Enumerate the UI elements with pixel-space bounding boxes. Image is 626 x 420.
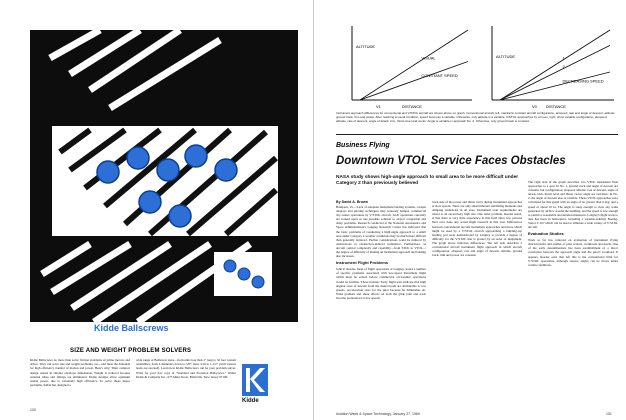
column-3-text: The right side of the graph describes tw… — [528, 180, 618, 230]
series-label-2: 2 — [563, 64, 566, 69]
folio-publication-line: Aviation Week & Space Technology, Januar… — [336, 412, 420, 416]
subhead-evaluation: Evaluation Studies — [528, 231, 564, 237]
series-label-2: CONSTANT SPEED — [421, 73, 457, 78]
byline: By David A. Brown — [336, 200, 369, 204]
chart-caption: Instrument approach differences for conv… — [336, 111, 616, 123]
left-page-advertisement: Kidde Ballscrews SIZE AND WEIGHT PROBLEM… — [30, 0, 314, 420]
chart2-xlabel: DISTANCE — [546, 104, 566, 109]
series-line-1 — [499, 29, 611, 101]
ballscrew-illustration — [30, 30, 298, 322]
approach-charts: ALTITUDE DISTANCE V1 VISUAL CONSTANT SPEE… — [351, 26, 614, 109]
right-page-article: ALTITUDE DISTANCE V1 VISUAL CONSTANT SPEE… — [314, 0, 626, 420]
chart2-x-marker: V0 — [532, 104, 538, 109]
series-line-2 — [359, 61, 469, 101]
section-heading: Business Flying — [336, 142, 390, 149]
ball-bearings — [96, 144, 238, 228]
series-label-1: 1 — [563, 56, 566, 61]
page-number-left: 100 — [30, 408, 36, 412]
section-rule — [336, 134, 618, 135]
column-3b-text: Work so far has centered on evaluation o… — [528, 238, 618, 267]
column-1-text: Hampton, Va.—Lack of adequate instrument… — [336, 205, 426, 259]
column-1b-text: John P. Reeder, head of flight operation… — [336, 267, 426, 300]
ad-subhead: SIZE AND WEIGHT PROBLEM SOLVERS — [70, 348, 192, 354]
chart1-ylabel: ALTITUDE — [356, 44, 375, 49]
page-number-right: 101 — [606, 412, 612, 416]
ad-headline: Kidde Ballscrews — [94, 323, 169, 333]
series-label-3: DECREASING SPEED — [563, 79, 604, 84]
kidde-wordmark: Kidde — [242, 398, 259, 404]
article-column-1: By David A. Brown Hampton, Va.—Lack of a… — [336, 200, 426, 300]
series-label-1: VISUAL — [421, 56, 436, 61]
chart-conventional: ALTITUDE DISTANCE V1 VISUAL CONSTANT SPEE… — [351, 26, 472, 109]
series-line-3 — [499, 71, 611, 101]
ad-body-column-1: Kidde Ballscrews do more than solve fric… — [30, 358, 130, 388]
article-column-2: track side of the power and thrust curve… — [432, 200, 522, 257]
chart1-xlabel: DISTANCE — [402, 104, 422, 109]
series-line-2 — [499, 44, 611, 101]
chart2-ylabel: ALTITUDE — [496, 54, 515, 59]
ad-body-column-2: wide range of Ballscrew sizes—from units… — [136, 358, 236, 379]
article-deck: NASA study shows high-angle approach to … — [336, 175, 519, 186]
subhead-instrument-flight: Instrument Flight Problems — [336, 260, 389, 266]
article-headline: Downtown VTOL Service Faces Obstacles — [336, 155, 566, 167]
kidde-logo — [242, 364, 268, 396]
article-column-3: The right side of the graph describes tw… — [528, 180, 618, 267]
column-2-text: track side of the power and thrust curve… — [432, 200, 522, 258]
chart1-x-marker: V1 — [376, 104, 382, 109]
series-line-1 — [359, 29, 469, 101]
